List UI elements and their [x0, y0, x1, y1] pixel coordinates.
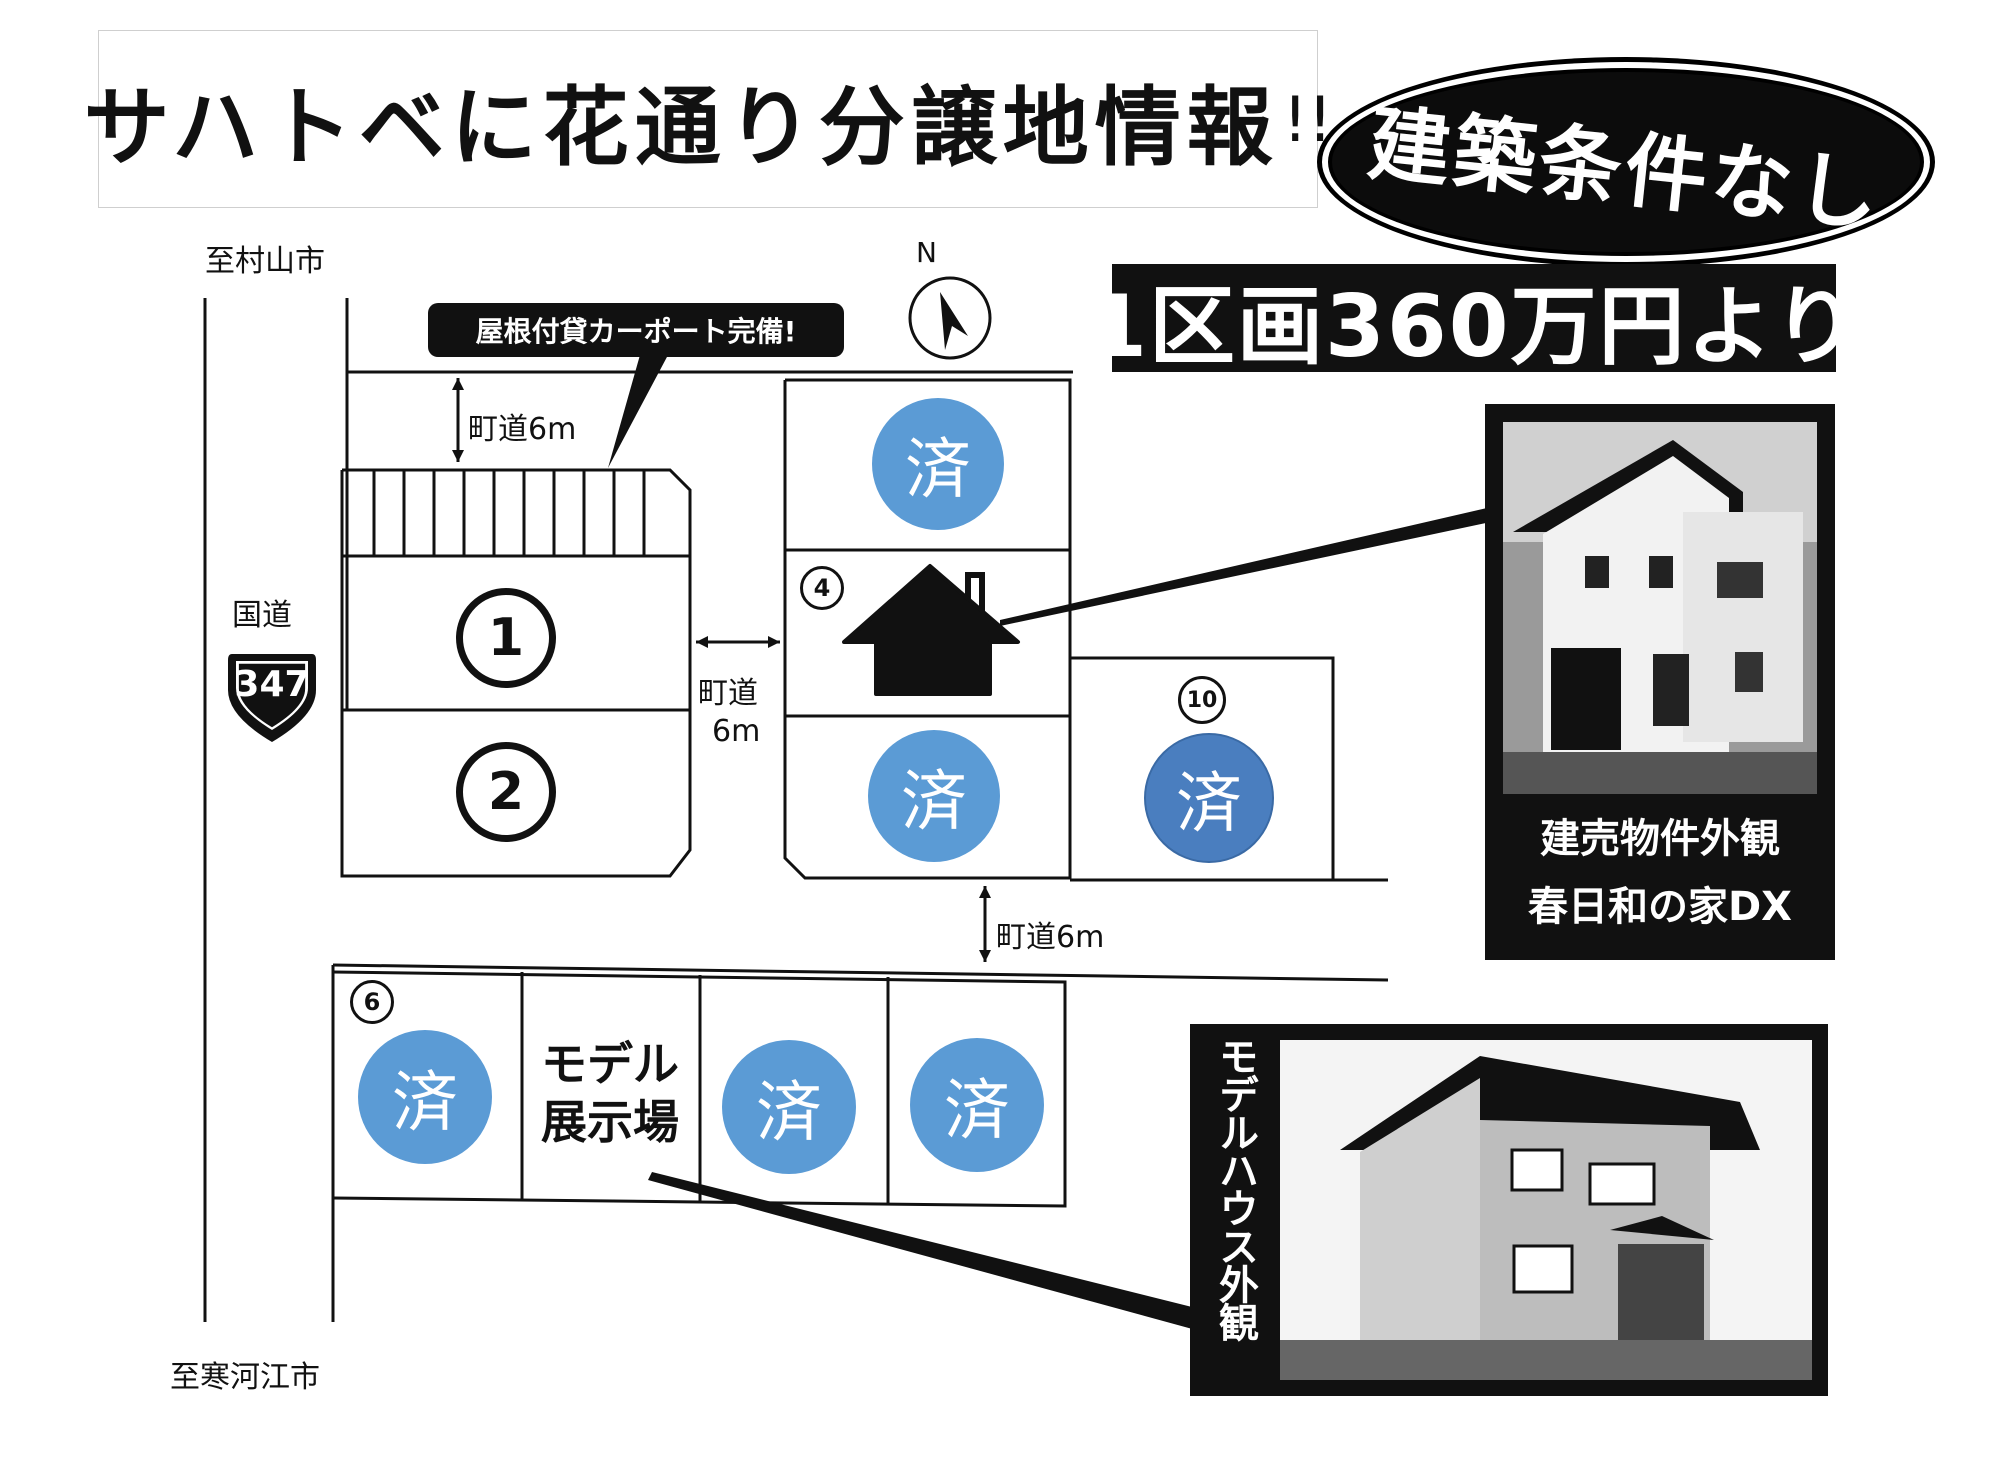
price-text: 1区画360万円より [1087, 276, 1861, 377]
compass-icon [908, 276, 992, 360]
sold-marker: 済 [358, 1030, 492, 1164]
lot-1-number: 1 [456, 588, 556, 688]
house-photo-bottom-caption: モデルハウス外観 [1212, 1036, 1258, 1340]
model-display-line-2: 展示場 [541, 1095, 679, 1149]
compass-north-label: N [916, 236, 937, 269]
sold-marker: 済 [872, 398, 1004, 530]
model-display-line-1: モデル [541, 1037, 679, 1091]
house-photo-top: 建売物件外観 春日和の家DX [1485, 404, 1835, 960]
title-exclaim: !! [1282, 82, 1333, 156]
house-icon [842, 564, 1020, 696]
house-photo-bottom: モデルハウス外観 [1190, 1024, 1828, 1396]
destination-north: 至村山市 [205, 244, 325, 279]
lot-10-number: 10 [1178, 676, 1226, 724]
carport-callout-text: 屋根付貸カーポート完備! [475, 315, 797, 348]
sold-marker: 済 [868, 730, 1000, 862]
sold-marker-lot-10: 済 [1144, 733, 1274, 863]
house-photo-bottom-image [1280, 1040, 1812, 1380]
carport-callout: 屋根付貸カーポート完備! [428, 303, 844, 357]
house-photo-top-caption-1: 建売物件外観 [1540, 816, 1780, 862]
highway-label: 国道 [232, 598, 292, 633]
road-label-top: 町道6m [468, 412, 577, 447]
road-label-lower: 町道6m [996, 920, 1105, 955]
lot-6-number: 6 [350, 980, 394, 1024]
destination-south: 至寒河江市 [170, 1360, 320, 1395]
house-photo-top-caption-2: 春日和の家DX [1527, 884, 1793, 930]
lot-4-number: 4 [800, 566, 844, 610]
no-building-conditions-badge: 建築条件なし [1328, 68, 1924, 256]
house-photo-top-image [1503, 422, 1817, 794]
page-title: サハトベに花通り分譲地情報 [83, 77, 1279, 178]
title-banner: サハトベに花通り分譲地情報!! [84, 30, 1332, 208]
road-label-middle-1: 町道 [698, 676, 758, 711]
road-label-middle-2: 6m [712, 714, 761, 749]
sold-marker: 済 [910, 1038, 1044, 1172]
sold-marker: 済 [722, 1040, 856, 1174]
route-shield-icon [228, 654, 316, 742]
price-banner: 1区画360万円より [1087, 264, 1859, 377]
lot-2-number: 2 [456, 742, 556, 842]
model-display-label: モデル 展示場 [530, 1035, 690, 1151]
route-number: 347 [234, 664, 310, 705]
